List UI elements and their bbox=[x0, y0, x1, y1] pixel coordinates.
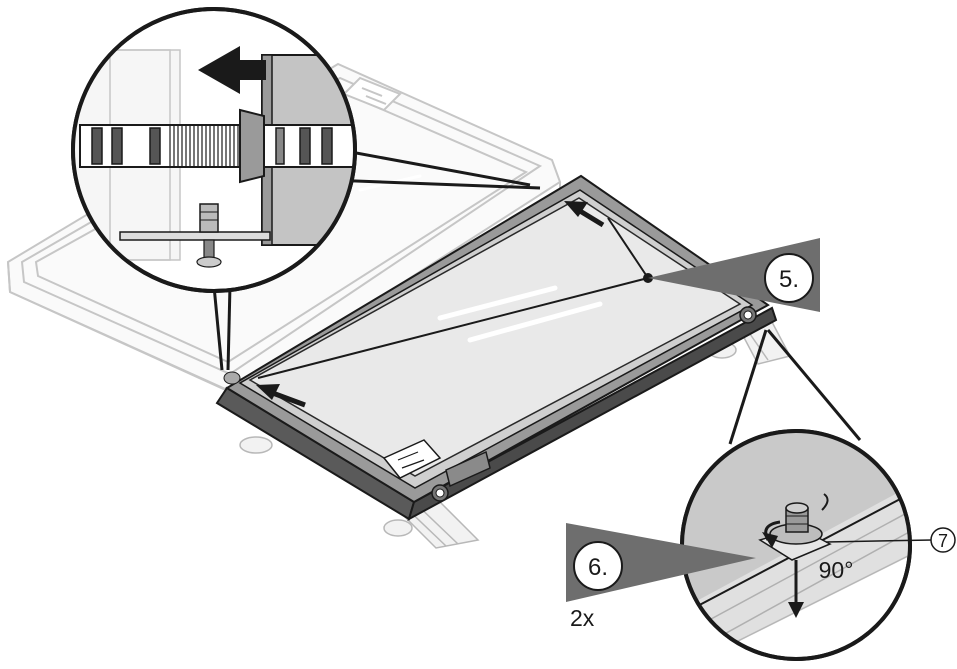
step-6-multiplier: 2x bbox=[570, 605, 595, 631]
solar-collector-panel bbox=[215, 174, 778, 522]
slide-arrow-left bbox=[256, 384, 306, 408]
step-6-label: 6. bbox=[588, 554, 608, 581]
slide-direction-arrow-icon bbox=[198, 46, 266, 94]
clamp-bolt-front bbox=[431, 484, 449, 502]
clamp-bolt-right bbox=[739, 306, 757, 324]
seal-rings bbox=[91, 127, 333, 165]
zoom-callout-clamp-bolt: 7 90° bbox=[680, 329, 956, 661]
zoom-callout-pipe-connection bbox=[71, 7, 541, 371]
tighten-down-arrow-icon bbox=[788, 560, 804, 618]
step-5-callout: 5. bbox=[648, 238, 820, 312]
item-7-label: 7 bbox=[938, 531, 948, 551]
step-5-label: 5. bbox=[779, 266, 799, 293]
flow-direction-plate bbox=[382, 439, 442, 479]
step-6-callout: 6. 2x bbox=[566, 523, 756, 631]
corrugated-hose bbox=[169, 125, 239, 167]
slide-arrow-top bbox=[564, 201, 605, 228]
rotation-angle-label: 90° bbox=[819, 557, 854, 583]
